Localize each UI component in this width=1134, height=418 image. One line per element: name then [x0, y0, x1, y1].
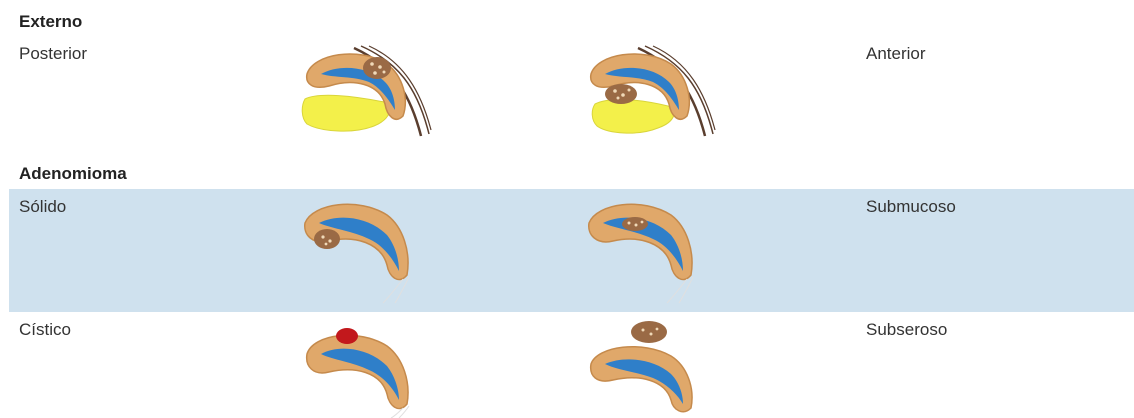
label-solido: Sólido: [19, 197, 66, 217]
label-cistico: Cístico: [19, 320, 71, 340]
label-subseroso: Subseroso: [866, 320, 947, 340]
section-title-adenomioma: Adenomioma: [19, 164, 127, 184]
illustration-adenomioma-solido: [299, 197, 439, 307]
label-anterior: Anterior: [866, 44, 926, 64]
section-title-externo: Externo: [19, 12, 82, 32]
label-posterior: Posterior: [19, 44, 87, 64]
illustration-adenomioma-submucoso: [583, 197, 723, 307]
row-solido-submucoso: Sólido Submucoso: [9, 189, 1134, 312]
row-cistico-subseroso: Cístico Subseroso: [9, 312, 1134, 418]
illustration-external-anterior: [583, 44, 733, 139]
label-submucoso: Submucoso: [866, 197, 956, 217]
illustration-adenomioma-subseroso: [583, 320, 723, 418]
row-posterior-anterior: Posterior Anterior: [9, 40, 1134, 158]
illustration-external-posterior: [299, 44, 449, 139]
illustration-adenomioma-cistico: [299, 320, 439, 418]
